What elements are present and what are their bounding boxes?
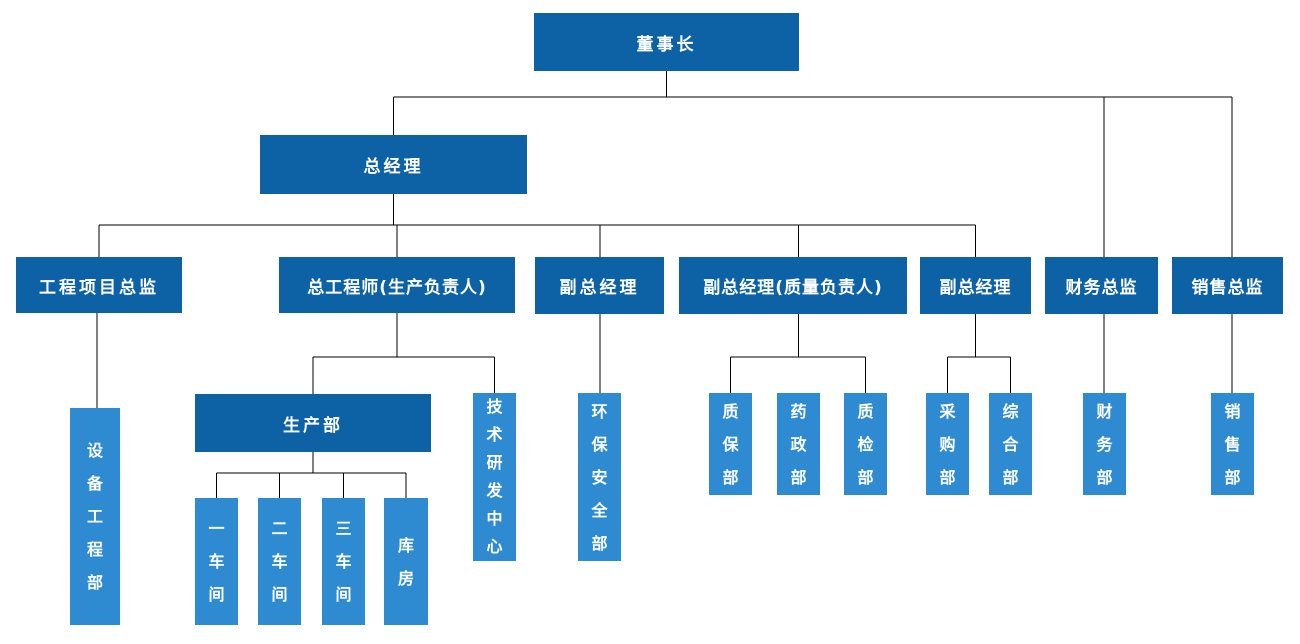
org-node-workshop-3: 三车间 (322, 498, 365, 625)
org-node-qa-dept: 质保部 (709, 393, 752, 495)
org-node-tech-rd-center: 技术研发中心 (473, 393, 516, 561)
org-node-purchasing-dept: 采购部 (926, 393, 969, 495)
org-node-qc-dept: 质检部 (844, 393, 887, 495)
org-node-pharma-affairs-dept: 药政部 (777, 393, 820, 495)
org-node-general-affairs-dept: 综合部 (989, 393, 1032, 495)
org-node-sales-director: 销售总监 (1172, 257, 1283, 314)
org-node-workshop-2: 二车间 (258, 498, 301, 625)
org-node-warehouse: 库房 (384, 498, 428, 625)
org-node-chief-engineer: 总工程师(生产负责人) (279, 257, 515, 313)
org-node-deputy-gm-quality: 副总经理(质量负责人) (679, 257, 907, 314)
org-node-chairman: 董事长 (534, 13, 799, 71)
org-node-finance-dept: 财务部 (1083, 393, 1126, 495)
org-node-sales-dept: 销售部 (1211, 393, 1254, 495)
org-node-engineering-project-director: 工程项目总监 (16, 257, 182, 313)
org-node-workshop-1: 一车间 (195, 498, 238, 625)
org-node-deputy-gm-1: 副总经理 (535, 257, 664, 314)
org-node-equipment-engineering-dept: 设备工程部 (70, 408, 120, 625)
org-node-deputy-gm-2: 副总经理 (920, 257, 1031, 314)
org-node-finance-director: 财务总监 (1045, 257, 1158, 314)
org-node-env-safety-dept: 环保安全部 (578, 393, 621, 561)
org-node-production-dept: 生产部 (195, 394, 431, 452)
org-node-general-manager: 总经理 (260, 135, 527, 194)
